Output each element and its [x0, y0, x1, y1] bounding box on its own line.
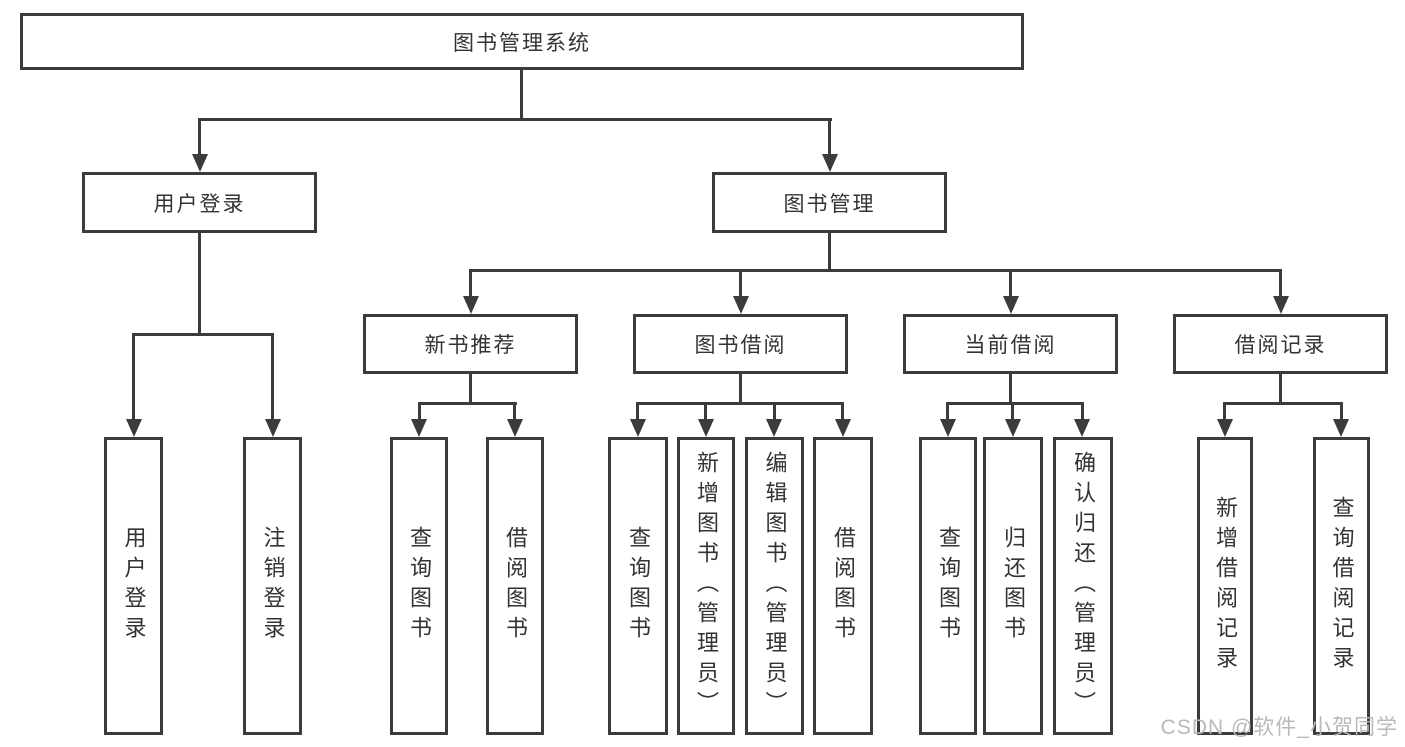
connector-line — [828, 233, 831, 272]
connector-line — [198, 233, 201, 336]
leaf-borrow-query-book: 查询图书 — [608, 437, 668, 735]
connector-line — [1223, 402, 1226, 421]
arrowhead-down-icon — [733, 296, 749, 314]
connector-line — [704, 402, 707, 421]
leaf-add-borrow-record: 新增借阅记录 — [1197, 437, 1253, 735]
node-new-book-recommend-label: 新书推荐 — [424, 334, 517, 357]
connector-line — [946, 402, 1084, 405]
connector-line — [739, 269, 742, 298]
leaf-query-borrow-record: 查询借阅记录 — [1313, 437, 1370, 735]
leaf-edit-book-admin: 编辑图书（管理员） — [745, 437, 804, 735]
leaf-current-query-book-label: 查询图书 — [936, 526, 961, 646]
connector-line — [271, 333, 274, 421]
node-book-borrow: 图书借阅 — [633, 314, 848, 374]
leaf-recommend-query-book: 查询图书 — [390, 437, 448, 735]
node-current-borrow: 当前借阅 — [903, 314, 1118, 374]
connector-line — [1009, 269, 1012, 298]
leaf-add-book-admin-label: 新增图书（管理员） — [694, 451, 719, 721]
node-book-borrow-label: 图书借阅 — [694, 334, 787, 357]
connector-line — [841, 402, 844, 421]
node-new-book-recommend: 新书推荐 — [363, 314, 578, 374]
connector-line — [1279, 269, 1282, 298]
leaf-confirm-return-admin-label: 确认归还（管理员） — [1071, 451, 1096, 721]
connector-line — [1009, 374, 1012, 405]
connector-line — [469, 374, 472, 405]
connector-line — [636, 402, 639, 421]
arrowhead-down-icon — [822, 154, 838, 172]
arrowhead-down-icon — [411, 419, 427, 437]
connector-line — [946, 402, 949, 421]
leaf-recommend-borrow-book-label: 借阅图书 — [503, 526, 528, 646]
leaf-return-book-label: 归还图书 — [1001, 526, 1026, 646]
connector-line — [198, 118, 201, 156]
leaf-logout-label: 注销登录 — [260, 526, 286, 646]
leaf-query-borrow-record-label: 查询借阅记录 — [1329, 496, 1355, 676]
leaf-current-query-book: 查询图书 — [919, 437, 977, 735]
connector-line — [1279, 374, 1282, 405]
connector-line — [773, 402, 776, 421]
watermark: CSDN @软件_小贺同学 — [1160, 716, 1398, 739]
connector-line — [739, 374, 742, 405]
leaf-borrow-query-book-label: 查询图书 — [626, 526, 651, 646]
node-book-management-label: 图书管理 — [783, 192, 876, 216]
connector-line — [1081, 402, 1084, 421]
connector-line — [418, 402, 421, 421]
leaf-return-book: 归还图书 — [983, 437, 1043, 735]
connector-line — [513, 402, 516, 421]
leaf-user-login: 用户登录 — [104, 437, 163, 735]
node-borrow-records-label: 借阅记录 — [1234, 334, 1327, 357]
arrowhead-down-icon — [766, 419, 782, 437]
connector-line — [1223, 402, 1342, 405]
leaf-logout: 注销登录 — [243, 437, 302, 735]
arrowhead-down-icon — [1273, 296, 1289, 314]
arrowhead-down-icon — [265, 419, 281, 437]
leaf-add-book-admin: 新增图书（管理员） — [677, 437, 735, 735]
connector-line — [132, 333, 274, 336]
connector-line — [132, 333, 135, 421]
leaf-borrow-book-label: 借阅图书 — [831, 526, 856, 646]
leaf-user-login-label: 用户登录 — [121, 526, 147, 646]
leaf-add-borrow-record-label: 新增借阅记录 — [1213, 496, 1238, 676]
leaf-recommend-query-book-label: 查询图书 — [407, 526, 432, 646]
connector-line — [418, 402, 517, 405]
connector-line — [520, 70, 523, 120]
arrowhead-down-icon — [1005, 419, 1021, 437]
arrowhead-down-icon — [1333, 419, 1349, 437]
arrowhead-down-icon — [463, 296, 479, 314]
arrowhead-down-icon — [1074, 419, 1090, 437]
leaf-borrow-book: 借阅图书 — [813, 437, 873, 735]
connector-line — [469, 269, 1282, 272]
connector-line — [1011, 402, 1014, 421]
arrowhead-down-icon — [940, 419, 956, 437]
leaf-edit-book-admin-label: 编辑图书（管理员） — [762, 451, 788, 721]
node-borrow-records: 借阅记录 — [1173, 314, 1388, 374]
node-root: 图书管理系统 — [20, 13, 1024, 70]
leaf-recommend-borrow-book: 借阅图书 — [486, 437, 544, 735]
arrowhead-down-icon — [698, 419, 714, 437]
connector-line — [469, 269, 472, 298]
arrowhead-down-icon — [507, 419, 523, 437]
arrowhead-down-icon — [192, 154, 208, 172]
node-root-label: 图书管理系统 — [453, 31, 591, 55]
node-book-management: 图书管理 — [712, 172, 947, 233]
connector-line — [828, 118, 831, 156]
arrowhead-down-icon — [1217, 419, 1233, 437]
arrowhead-down-icon — [126, 419, 142, 437]
node-user-login: 用户登录 — [82, 172, 317, 233]
connector-line — [636, 402, 844, 405]
connector-line — [1340, 402, 1343, 421]
leaf-confirm-return-admin: 确认归还（管理员） — [1053, 437, 1113, 735]
arrowhead-down-icon — [835, 419, 851, 437]
connector-line — [198, 118, 832, 121]
arrowhead-down-icon — [630, 419, 646, 437]
node-current-borrow-label: 当前借阅 — [964, 334, 1057, 357]
arrowhead-down-icon — [1003, 296, 1019, 314]
node-user-login-label: 用户登录 — [153, 192, 246, 216]
